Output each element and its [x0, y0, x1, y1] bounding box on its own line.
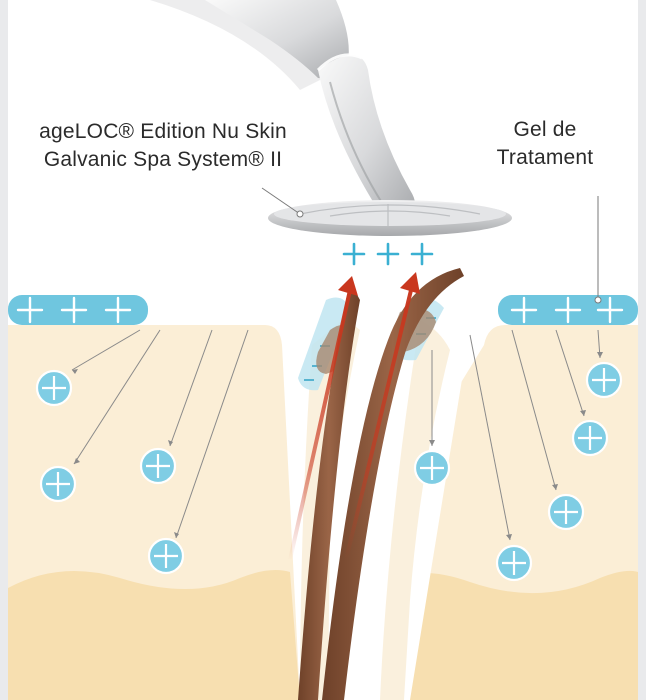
ion-plus [139, 447, 177, 485]
gel-callout-dot [594, 296, 602, 304]
device-callout-dot [296, 210, 304, 218]
device-label-line1: ageLOC® Edition Nu Skin [39, 120, 287, 143]
ion-path-arrowheads [72, 352, 603, 540]
ion-plus [147, 537, 185, 575]
ion-plus [35, 369, 73, 407]
skin-left-deep [8, 570, 300, 700]
device-label-line2: Galvanic Spa System® II [43, 148, 283, 171]
ion-plus [413, 449, 451, 487]
ion-plus [547, 493, 585, 531]
wand-plate [268, 200, 512, 236]
ion-plus [585, 361, 623, 399]
hair-strand [322, 268, 464, 700]
hair-strand [298, 282, 360, 700]
plate-charge-plus [342, 242, 434, 266]
gel-plus-signs [16, 296, 624, 324]
gel-label-line1: Gel de [513, 118, 577, 141]
skin-ions [35, 361, 623, 582]
ion-plus [39, 465, 77, 503]
ion-plus [495, 544, 533, 582]
gel-label-line2: Tratament [496, 146, 594, 169]
device-label: ageLOC® Edition Nu Skin Galvanic Spa Sys… [32, 118, 294, 174]
ion-plus [571, 419, 609, 457]
ion-flow-arrows [288, 272, 420, 561]
device-callout-line [261, 187, 301, 215]
galvanic-wand [150, 0, 415, 213]
ion-paths [71, 329, 601, 541]
gel-label: Gel de Tratament [486, 116, 604, 172]
